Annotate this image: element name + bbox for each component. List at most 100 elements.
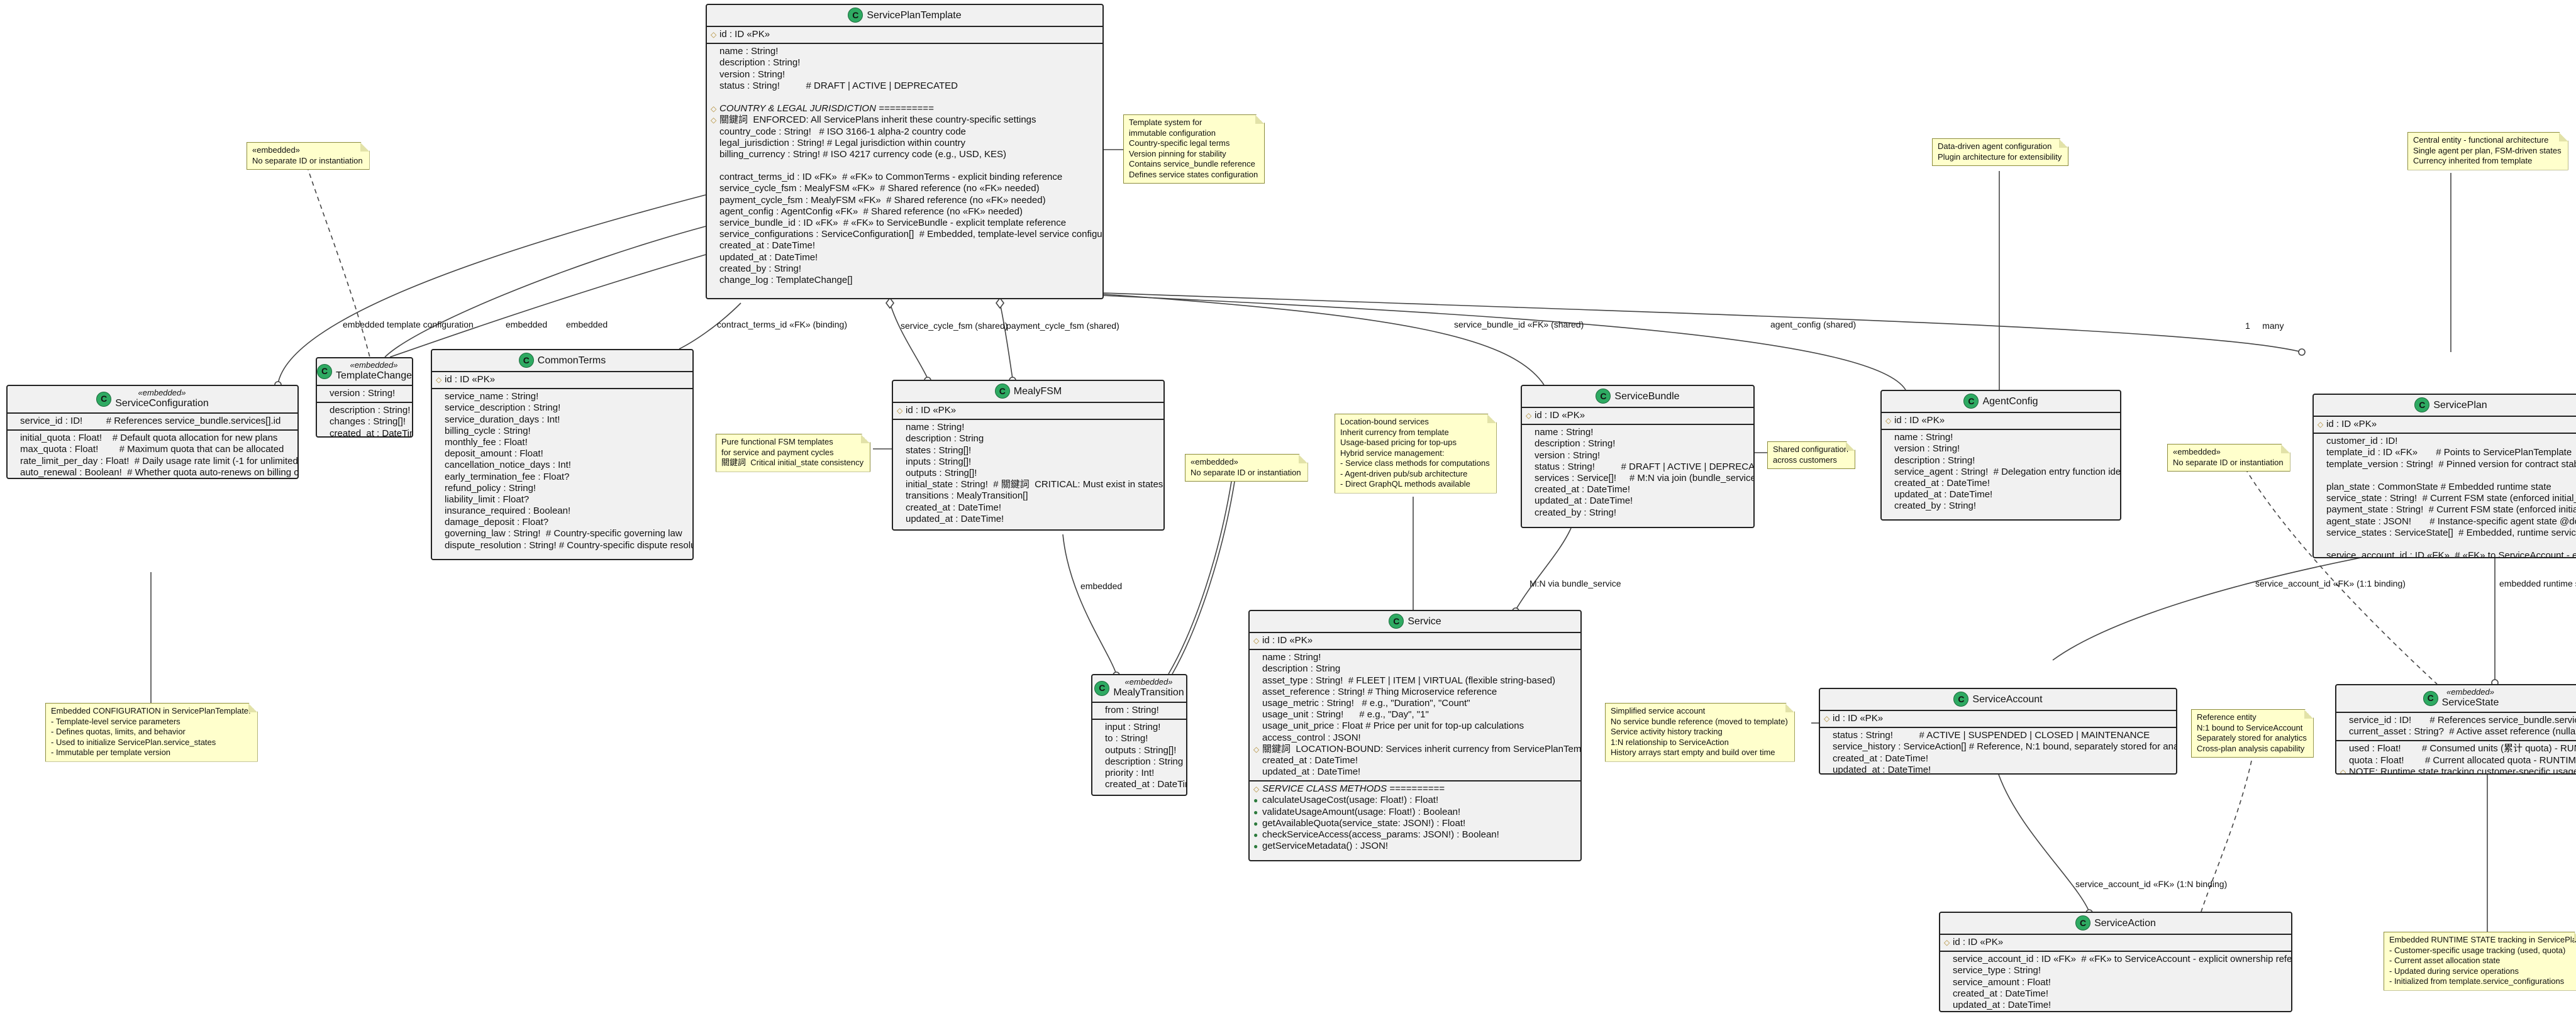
member-text: version : String! bbox=[1535, 450, 1601, 461]
member-text: service_agent : String! # Delegation ent… bbox=[1894, 466, 2121, 477]
member-text: service_bundle_id : ID «FK» # «FK» to Se… bbox=[719, 218, 1067, 228]
class-c-icon: C bbox=[317, 363, 333, 379]
label-bundle-ref: service_bundle_id «FK» (shared) bbox=[1454, 319, 1584, 329]
class-member: description : String! bbox=[1885, 455, 2116, 467]
class-member: usage_unit_price : Float # Price per uni… bbox=[1253, 721, 1577, 732]
edge-bundle-service bbox=[1515, 527, 1572, 610]
note-line: Usage-based pricing for top-ups bbox=[1340, 438, 1457, 447]
member-text: dispute_resolution : String! # Country-s… bbox=[445, 539, 694, 551]
class-section: name : String!description : String!versi… bbox=[1522, 425, 1753, 521]
class-c-icon: C bbox=[1596, 389, 1611, 404]
class-member: current_asset : String? # Active asset r… bbox=[2340, 726, 2576, 737]
member-text: billing_cycle : String! bbox=[445, 425, 531, 436]
class-member: updated_at : DateTime! bbox=[1824, 765, 2172, 773]
class-serviceconfiguration[interactable]: C«embedded»ServiceConfiguration service_i… bbox=[6, 385, 299, 479]
member-text: description : String! bbox=[1894, 455, 1975, 466]
class-member: legal_jurisdiction : String! # Legal jur… bbox=[711, 138, 1099, 149]
label-embedded-fsm: embedded bbox=[1080, 581, 1123, 591]
member-text: id : ID «PK» bbox=[1262, 635, 1313, 646]
member-text: status : String! # ACTIVE | SUSPENDED | … bbox=[1833, 730, 2150, 741]
class-member: created_at : DateTime! bbox=[1885, 478, 2116, 489]
member-text: created_at : DateTime! bbox=[1262, 754, 1358, 766]
member-text: usage_unit_price : Float # Price per uni… bbox=[1262, 721, 1524, 732]
member-text: service_description : String! bbox=[445, 402, 561, 414]
class-member: service_type : String! bbox=[1944, 965, 2287, 976]
class-member: change_log : TemplateChange[] bbox=[711, 275, 1099, 286]
note-line: Reference entity bbox=[2197, 712, 2257, 722]
member-text: usage_metric : String! # e.g., "Duration… bbox=[1262, 697, 1470, 709]
member-text: name : String! bbox=[1894, 432, 1953, 443]
class-member: outputs : String[]! bbox=[1096, 745, 1182, 756]
edge-serviceplan-serviceaccount bbox=[2052, 553, 2384, 661]
class-c-icon: C bbox=[1963, 394, 1979, 409]
note-line: for service and payment cycles bbox=[721, 447, 834, 457]
member-text: service_account_id : ID «FK» # «FK» to S… bbox=[2326, 550, 2576, 558]
class-member: deposit_amount : Float! bbox=[436, 448, 689, 460]
class-name: MealyFSM bbox=[1013, 385, 1062, 397]
class-member: ◇id : ID «PK» bbox=[436, 374, 689, 385]
class-c-icon: C bbox=[96, 391, 112, 407]
class-member: transitions : MealyTransition[] bbox=[897, 490, 1160, 502]
label-embedded-2: embedded bbox=[566, 319, 608, 329]
note-embedded-mealytransition: «embedded»No separate ID or instantiatio… bbox=[1185, 454, 1308, 482]
class-member: name : String! bbox=[1885, 432, 2116, 443]
class-name: ServicePlanTemplate bbox=[867, 9, 962, 21]
member-text: deposit_amount : Float! bbox=[445, 448, 543, 460]
member-text: customer_id : ID! bbox=[2326, 436, 2398, 447]
note-line: - Used to initialize ServicePlan.service… bbox=[51, 737, 216, 747]
member-text: created_by : String! bbox=[719, 263, 802, 274]
member-text: name : String! bbox=[1535, 427, 1594, 438]
field-marker-icon: ◇ bbox=[2340, 767, 2346, 775]
member-text: service_state : String! # Current FSM st… bbox=[2326, 493, 2576, 504]
member-text: status : String! # DRAFT | ACTIVE | DEPR… bbox=[719, 80, 958, 91]
note-line: 1:N relationship to ServiceAction bbox=[1611, 737, 1729, 747]
member-text: validateUsageAmount(usage: Float!) : Boo… bbox=[1262, 806, 1461, 817]
class-member: usage_metric : String! # e.g., "Duration… bbox=[1253, 698, 1577, 709]
class-member: ◇COUNTRY & LEGAL JURISDICTION ========== bbox=[711, 103, 1099, 114]
member-text: created_at : DateTime! bbox=[330, 428, 412, 438]
member-text: max_quota : Float! # Maximum quota that … bbox=[20, 444, 284, 455]
member-text: created_by : String! bbox=[1894, 500, 1977, 512]
class-member: service_state : String! # Current FSM st… bbox=[2318, 493, 2576, 504]
edge-template-commonterms bbox=[679, 302, 741, 350]
class-member: service_id : ID! # References service_bu… bbox=[11, 416, 294, 427]
member-text: version : String! bbox=[719, 69, 786, 80]
class-member: ◇id : ID «PK» bbox=[1526, 410, 1750, 421]
member-text: status : String! # DRAFT | ACTIVE | DEPR… bbox=[1535, 461, 1755, 472]
class-member: updated_at : DateTime! bbox=[711, 252, 1099, 263]
public-method-icon: ● bbox=[1253, 796, 1258, 805]
class-header: C«embedded»ServiceConfiguration bbox=[8, 386, 297, 414]
note-line: - Initialized from template.service_conf… bbox=[2389, 976, 2565, 986]
class-section: name : String!description : String!versi… bbox=[707, 44, 1102, 289]
field-marker-icon: ◇ bbox=[711, 116, 717, 125]
member-text: services : Service[]! # M:N via join (bu… bbox=[1535, 472, 1755, 483]
label-contract-terms: contract_terms_id «FK» (binding) bbox=[717, 319, 847, 329]
class-member: description : String bbox=[1253, 663, 1577, 675]
member-text: billing_currency : String! # ISO 4217 cu… bbox=[719, 148, 1007, 160]
class-section: ◇id : ID «PK» bbox=[1250, 633, 1580, 651]
class-name: AgentConfig bbox=[1982, 395, 2038, 407]
member-text: COUNTRY & LEGAL JURISDICTION ========== bbox=[719, 103, 934, 114]
edge-template-servicebundle bbox=[1103, 294, 1545, 385]
field-marker-icon: ◇ bbox=[2318, 420, 2324, 429]
label-mn: M:N via bundle_service bbox=[1530, 578, 1621, 588]
note-line: «embedded» bbox=[1191, 457, 1238, 467]
class-member: template_id : ID «FK» # Points to Servic… bbox=[2318, 447, 2576, 458]
member-text: asset_reference : String! # Thing Micros… bbox=[1262, 686, 1497, 697]
member-text: updated_at : DateTime! bbox=[1535, 495, 1633, 507]
class-member: updated_at : DateTime! bbox=[1944, 1000, 2287, 1011]
